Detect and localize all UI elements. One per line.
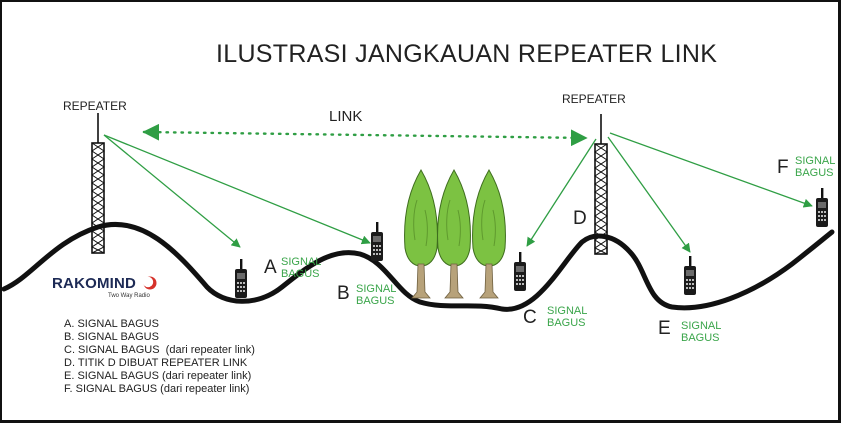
legend-item: A. SIGNAL BAGUS <box>64 318 159 330</box>
tree-icon <box>404 169 438 299</box>
signal-label-a: SIGNAL BAGUS <box>281 256 321 280</box>
signal-text: SIGNAL <box>281 256 322 268</box>
radio-icon-f <box>816 188 828 227</box>
link-label: LINK <box>329 108 363 125</box>
radio-icon-a <box>235 259 247 298</box>
signal-text: SIGNAL <box>356 283 397 295</box>
signal-text: SIGNAL <box>547 305 588 317</box>
repeater-tower-right <box>594 113 608 255</box>
legend-item: E. SIGNAL BAGUS (dari repeater link) <box>64 370 252 382</box>
point-letter-d: D <box>573 208 587 229</box>
tree-icon <box>472 169 506 299</box>
point-letter-a: A <box>264 257 277 278</box>
brand-name: RAKOMIND <box>52 275 137 292</box>
legend-list: A. SIGNAL BAGUS B. SIGNAL BAGUS C. SIGNA… <box>64 318 255 396</box>
signal-arrow-b <box>103 134 371 245</box>
brand-tagline: Two Way Radio <box>108 293 150 299</box>
radio-icon-b <box>371 222 383 261</box>
repeater-label-left: REPEATER <box>63 99 127 113</box>
signal-text: BAGUS <box>547 317 586 329</box>
signal-label-e: SIGNAL BAGUS <box>681 320 721 344</box>
point-letter-f: F <box>777 157 789 178</box>
signal-arrow-a <box>103 134 241 248</box>
radio-icon-e <box>684 256 696 295</box>
link-arrow <box>142 123 588 147</box>
repeater-label-right: REPEATER <box>562 92 626 106</box>
signal-text: SIGNAL <box>681 320 722 332</box>
legend-item: F. SIGNAL BAGUS (dari repeater link) <box>64 383 250 395</box>
brand-logo-icon <box>142 276 157 290</box>
radio-icon-c <box>514 252 526 291</box>
point-letter-b: B <box>337 283 350 304</box>
signal-arrow-f <box>609 132 813 208</box>
point-letter-e: E <box>658 318 671 339</box>
point-letter-c: C <box>523 307 537 328</box>
legend-item: B. SIGNAL BAGUS <box>64 331 159 343</box>
signal-text: BAGUS <box>681 332 720 344</box>
signal-label-b: SIGNAL BAGUS <box>356 283 396 307</box>
tree-icon <box>437 169 471 299</box>
signal-text: BAGUS <box>356 295 395 307</box>
signal-label-c: SIGNAL BAGUS <box>547 305 587 329</box>
signal-label-f: SIGNAL BAGUS <box>795 155 835 179</box>
signal-arrow-c <box>526 138 597 247</box>
legend-item: C. SIGNAL BAGUS (dari repeater link) <box>64 344 255 356</box>
diagram-title: ILUSTRASI JANGKAUAN REPEATER LINK <box>216 40 718 68</box>
terrain-line <box>2 222 835 312</box>
signal-text: SIGNAL <box>795 155 836 167</box>
signal-text: BAGUS <box>281 268 320 280</box>
signal-arrow-e <box>607 136 691 253</box>
legend-item: D. TITIK D DIBUAT REPEATER LINK <box>64 357 248 369</box>
signal-text: BAGUS <box>795 167 834 179</box>
repeater-tower-left <box>91 112 105 254</box>
